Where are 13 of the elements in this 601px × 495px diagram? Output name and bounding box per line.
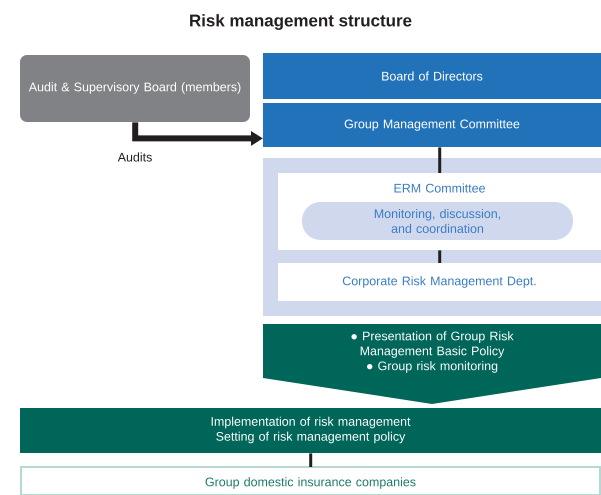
- title: Risk management structure: [190, 14, 412, 30]
- connector-line: [309, 453, 312, 467]
- connector-line: [438, 250, 442, 263]
- edge-label: Audits: [116, 151, 154, 163]
- audit-board-box: Audit & Supervisory Board (members): [20, 55, 250, 122]
- implementation-band: Implementation of risk management Setting of risk management policy: [20, 408, 601, 453]
- connector-line: [438, 147, 442, 173]
- board-box: Board of Directors: [263, 53, 601, 99]
- policy-arrow-box: ● Presentation of Group Risk Management Basic Policy ● Group risk monitoring: [263, 324, 601, 404]
- department-box: Corporate Risk Management Dept.: [278, 263, 601, 301]
- activity-pill: Monitoring, discussion, and coordination: [302, 202, 573, 240]
- committee-box: Group Management Committee: [263, 103, 601, 147]
- company-box: Group domestic insurance companies: [20, 466, 601, 495]
